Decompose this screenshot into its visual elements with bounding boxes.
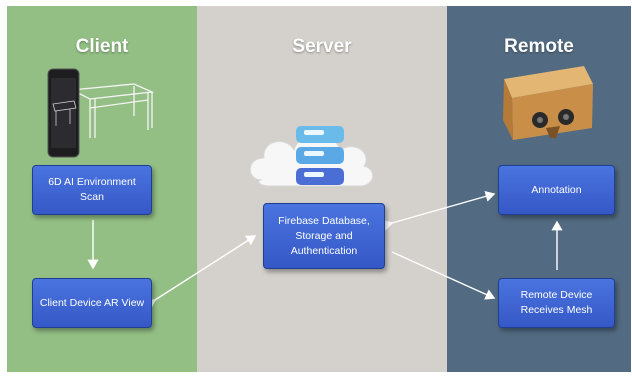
node-annotation: Annotation (498, 165, 615, 215)
arrow-firebase-remote (391, 251, 496, 300)
node-remote-mesh: Remote Device Receives Mesh (498, 278, 615, 328)
node-firebase: Firebase Database, Storage and Authentic… (263, 203, 385, 269)
remote-title: Remote (504, 36, 574, 57)
arrow-ar-firebase (144, 235, 257, 310)
vr-headset-icon (503, 66, 593, 140)
table-wireframe-icon (69, 83, 155, 138)
node-client-ar-view: Client Device AR View (32, 278, 152, 328)
phone-icon (47, 68, 80, 158)
arrow-firebase-annotation (382, 190, 496, 231)
node-scan: 6D AI Environment Scan (32, 165, 152, 215)
server-column: Server (197, 6, 447, 372)
cloud-database-icon (249, 126, 374, 187)
client-title: Client (75, 36, 129, 57)
server-title: Server (292, 36, 352, 57)
